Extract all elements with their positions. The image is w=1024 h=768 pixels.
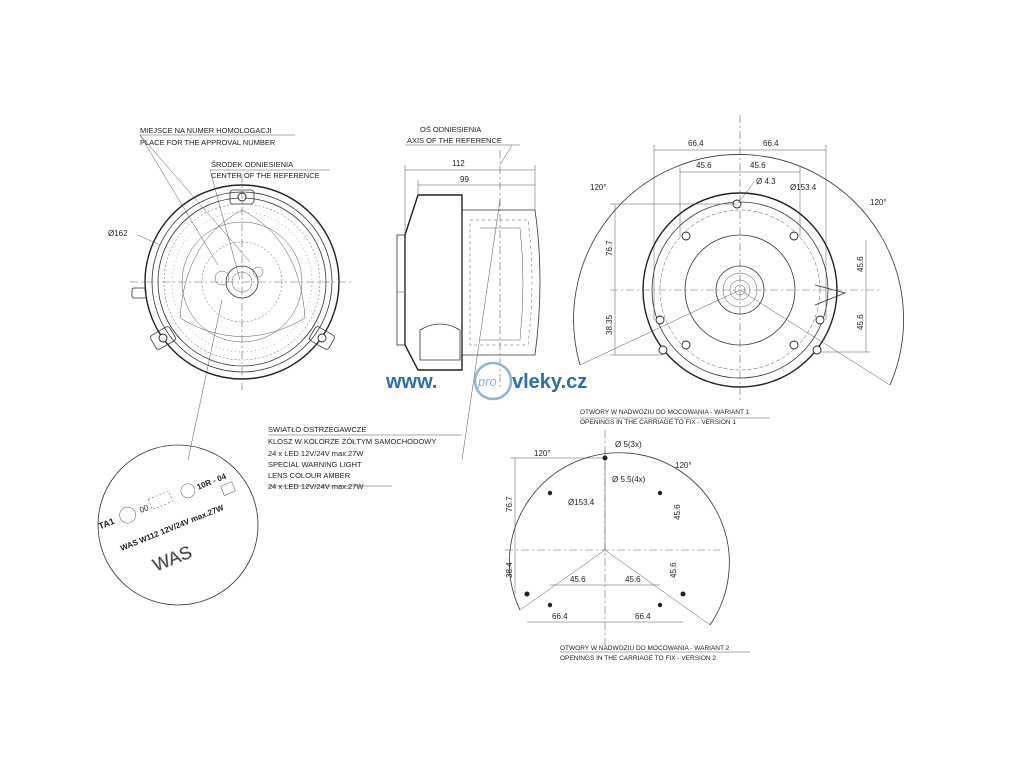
rear-view: 66.4 66.4 45.6 45.6 120° 120° Ø 4.3 Ø153… bbox=[573, 115, 904, 400]
watermark-prefix: www. bbox=[385, 371, 437, 393]
watermark-suffix: vleky.cz bbox=[512, 371, 587, 393]
front-view: Ø162 MIEJSCE NA NUMER HOMOLOGACJI PLACE … bbox=[108, 126, 354, 461]
holes-circle-d: Ø153.4 bbox=[568, 498, 595, 507]
rear-dim-38: 38.35 bbox=[605, 314, 614, 335]
rear-angle-right: 120° bbox=[870, 198, 887, 207]
desc-line4: SPECIAL WARNING LIGHT bbox=[268, 460, 362, 469]
holes-dim-45-vbottom: 45.6 bbox=[669, 562, 678, 578]
rear-dim-45-top: 45.6 bbox=[856, 256, 865, 272]
marking-was: WAS W112 12V/24V max.27W bbox=[119, 503, 225, 553]
diameter-label: Ø162 bbox=[108, 229, 128, 238]
desc-line1: SWIATŁO OSTRZEGAWCZE bbox=[268, 425, 366, 434]
center-label-pl: ŚRODEK ODNIESIENIA bbox=[211, 160, 293, 169]
marking-code1: 00 bbox=[138, 503, 150, 515]
rear-dim-76: 76.7 bbox=[605, 240, 614, 256]
holes-dim-45-right: 45.6 bbox=[625, 575, 641, 584]
rear-circle-diameter: Ø153.4 bbox=[790, 183, 817, 192]
desc-line5: LENS COLOUR AMBER bbox=[268, 471, 351, 480]
rear-dim-66-right: 66.4 bbox=[763, 139, 779, 148]
rear-dim-45-bottom: 45.6 bbox=[856, 314, 865, 330]
marking-detail: TA1 00 10R - 04 WAS W112 12V/24V max.27W… bbox=[97, 444, 259, 606]
marking-ta: TA1 bbox=[97, 516, 116, 531]
marking-logo: WAS bbox=[150, 542, 195, 576]
axis-label-pl: OŚ ODNIESIENIA bbox=[420, 125, 481, 134]
side-dim-112: 112 bbox=[452, 159, 465, 168]
approval-label-pl: MIEJSCE NA NUMER HOMOLOGACJI bbox=[140, 126, 272, 135]
desc-line6: 24 x LED 12V/24V max.27W bbox=[268, 482, 364, 491]
center-label-en: CENTER OF THE REFERENCE bbox=[211, 171, 320, 180]
holes-dim-66-right: 66.4 bbox=[635, 612, 651, 621]
axis-label-en: AXIS OF THE REFERENCE bbox=[407, 136, 502, 145]
holes-title2-pl: OTWORY W NADWOZIU DO MOCOWANIA - WARIANT… bbox=[560, 645, 730, 652]
holes-title2-en: OPENINGS IN THE CARRIAGE TO FIX - VERSIO… bbox=[560, 655, 716, 662]
holes-dim-66-left: 66.4 bbox=[552, 612, 568, 621]
hole-pattern-view: 76.7 38.4 45.6 45.6 45.6 45.6 66.4 66.4 … bbox=[505, 409, 770, 662]
holes-title1-en: OPENINGS IN THE CARRIAGE TO FIX - VERSIO… bbox=[580, 419, 736, 426]
marking-code2: 10R - 04 bbox=[196, 472, 228, 492]
holes-angle-left: 120° bbox=[534, 449, 551, 458]
side-dim-99: 99 bbox=[460, 175, 469, 184]
desc-line3: 24 x LED 12V/24V max.27W bbox=[268, 449, 364, 458]
watermark-pro: pro bbox=[477, 374, 497, 389]
rear-dim-66-left: 66.4 bbox=[688, 139, 704, 148]
holes-dim-76: 76.7 bbox=[505, 496, 514, 512]
rear-angle-left: 120° bbox=[590, 183, 607, 192]
holes-dim-38: 38.4 bbox=[505, 562, 514, 578]
holes-angle-right: 120° bbox=[675, 461, 692, 470]
rear-dim-45-left: 45.6 bbox=[696, 161, 712, 170]
holes-dim-45-left: 45.6 bbox=[570, 575, 586, 584]
rear-hole-diameter: Ø 4.3 bbox=[756, 177, 776, 186]
watermark: www. pro vleky.cz bbox=[385, 361, 587, 401]
holes-hole-4: Ø 5.5(4x) bbox=[612, 475, 646, 484]
holes-dim-45-vtop: 45.6 bbox=[673, 504, 682, 520]
holes-hole-3: Ø 5(3x) bbox=[615, 440, 642, 449]
rear-dim-45-right: 45.6 bbox=[750, 161, 766, 170]
desc-line2: KLOSZ W KOLORZE ŻÓŁTYM SAMOCHODOWY bbox=[268, 437, 436, 446]
description-block: SWIATŁO OSTRZEGAWCZE KLOSZ W KOLORZE ŻÓŁ… bbox=[268, 425, 462, 491]
approval-label-en: PLACE FOR THE APPROVAL NUMBER bbox=[140, 138, 276, 147]
holes-title1-pl: OTWORY W NADWOZIU DO MOCOWANIA - WARIANT… bbox=[580, 409, 750, 416]
side-view: 112 99 OŚ ODNIESIENIA AXIS OF THE REFERE… bbox=[396, 125, 541, 461]
